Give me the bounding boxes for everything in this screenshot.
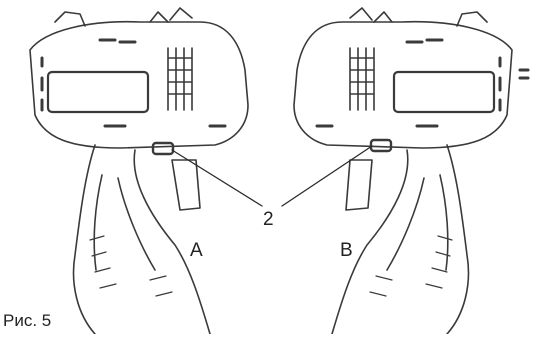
drill-a-trigger <box>171 159 201 211</box>
drill-b-trigger <box>345 159 373 211</box>
callout-2-leader-left <box>171 149 263 207</box>
drill-a-slots <box>98 38 227 128</box>
drill-a-motor-housing <box>29 20 249 149</box>
drill-a-handle <box>72 144 211 335</box>
drill-view-a <box>29 7 249 335</box>
drill-b-direction-switch <box>369 138 393 153</box>
drill-a-window <box>46 70 150 114</box>
drill-b-window <box>392 70 496 114</box>
drill-b-coil <box>349 47 375 111</box>
drill-b-vents <box>498 56 530 112</box>
figure-caption: Рис. 5 <box>3 311 52 330</box>
drill-a-direction-switch <box>151 141 175 156</box>
drill-a-top-bumps <box>54 7 193 27</box>
drill-a-coil <box>167 47 193 111</box>
drill-a-grip-texture <box>89 235 173 297</box>
drill-b-motor-housing <box>293 20 513 149</box>
view-b-label: B <box>340 240 353 261</box>
drill-view-b <box>293 7 530 335</box>
callout-2-leader-right <box>281 145 373 207</box>
drill-b-top-bumps <box>349 7 488 27</box>
drill-b-handle <box>331 144 470 335</box>
view-a-label: A <box>190 240 203 261</box>
drill-b-slots <box>315 38 444 128</box>
callout-number-label: 2 <box>263 209 274 230</box>
drill-b-grip-texture <box>369 235 453 297</box>
